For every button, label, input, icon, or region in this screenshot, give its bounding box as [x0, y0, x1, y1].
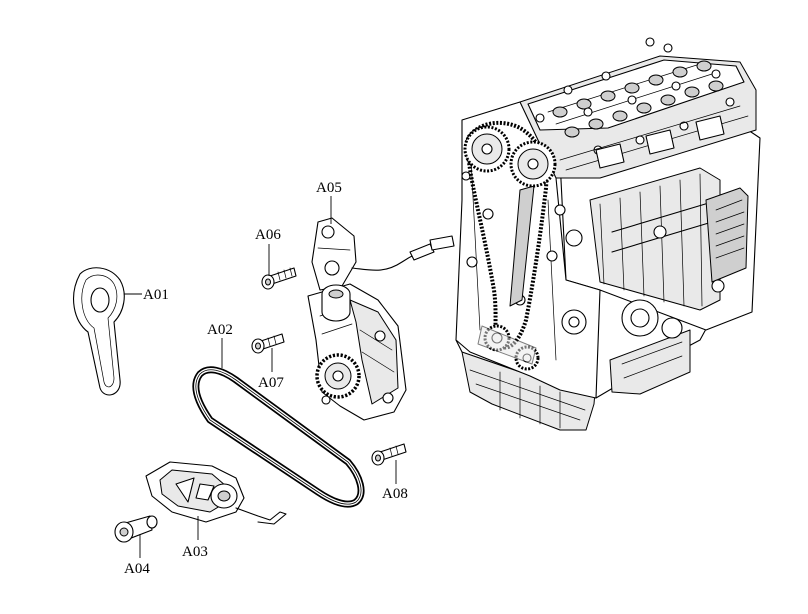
- label-a05: A05: [316, 180, 342, 196]
- part-a01-gasket: [73, 267, 125, 396]
- label-a02: A02: [207, 322, 233, 338]
- label-a04: A04: [124, 561, 150, 577]
- label-a03: A03: [182, 544, 208, 560]
- part-a03-tensioner: [145, 461, 287, 525]
- part-a08-bolt: [371, 443, 407, 466]
- part-a07-bolt: [251, 333, 285, 354]
- label-a08: A08: [382, 486, 408, 502]
- leader-lines: [124, 196, 397, 558]
- part-a05-oil-pump: [307, 217, 455, 421]
- engine-block: [455, 37, 761, 431]
- part-a02-belt: [192, 366, 365, 508]
- label-a06: A06: [255, 227, 281, 243]
- part-a06-bolt: [261, 267, 297, 290]
- label-a01: A01: [143, 287, 169, 303]
- label-a07: A07: [258, 375, 284, 391]
- part-a04-bolt: [114, 515, 158, 543]
